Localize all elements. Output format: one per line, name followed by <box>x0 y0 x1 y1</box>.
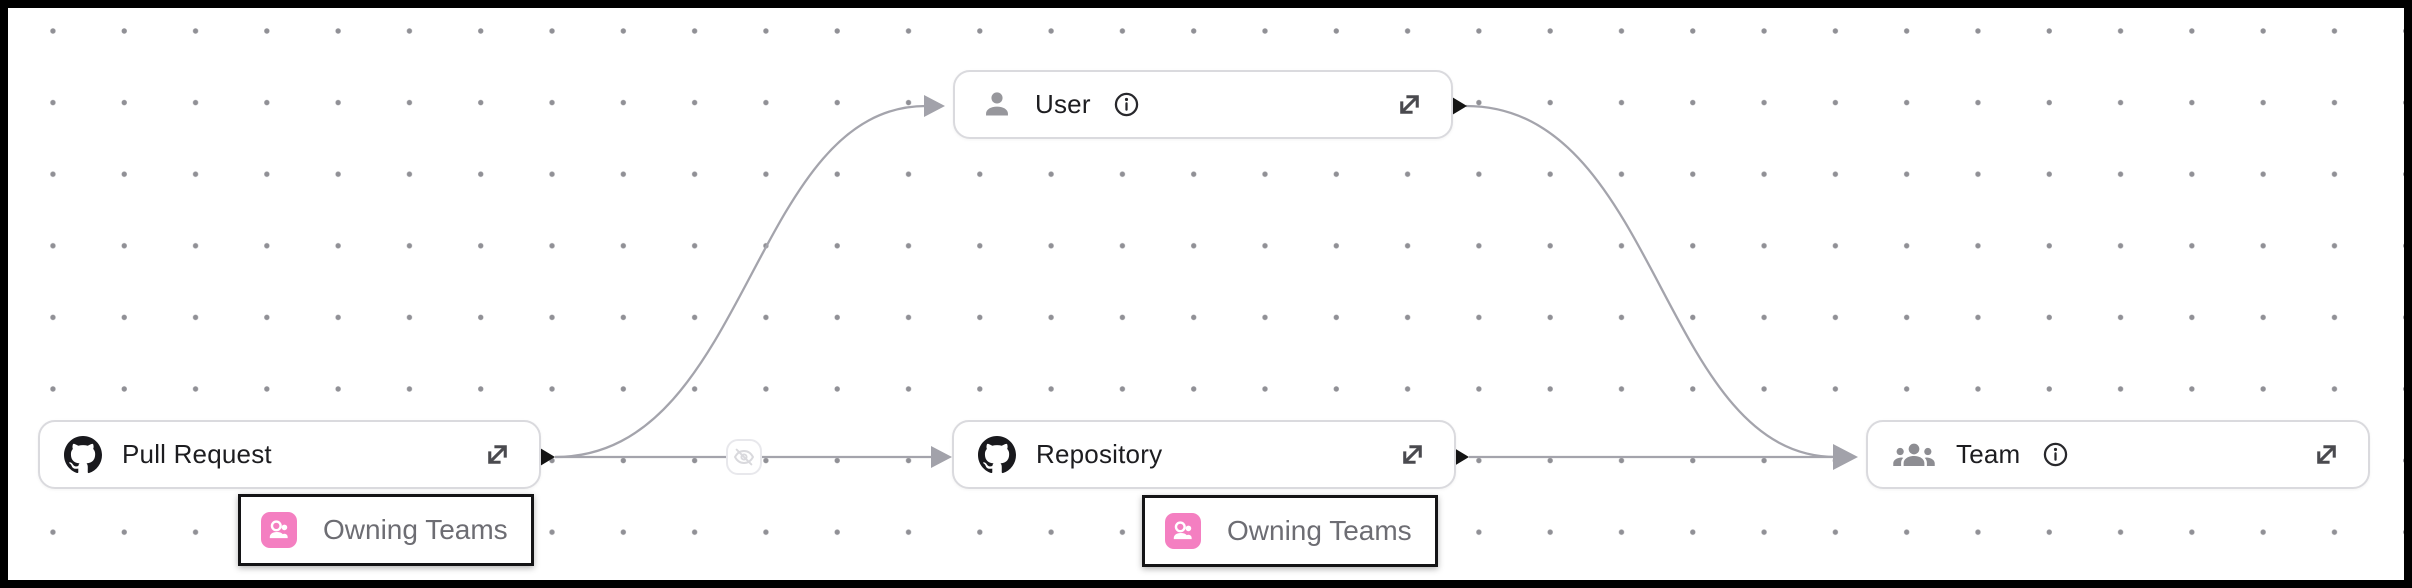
node-label: Pull Request <box>122 439 272 469</box>
node-label: User <box>1035 89 1091 119</box>
badge-owning-teams-pull-request[interactable]: Owning Teams <box>238 494 534 566</box>
owning-teams-icon <box>261 512 297 548</box>
badge-label: Owning Teams <box>323 514 508 545</box>
node-user[interactable]: User <box>953 70 1453 139</box>
edge-user-team <box>1465 104 1837 459</box>
node-label: Team <box>1956 439 2021 469</box>
expand-icon[interactable] <box>482 439 513 470</box>
node-repository[interactable]: Repository <box>952 420 1456 489</box>
owning-teams-icon <box>1165 513 1201 549</box>
badge-owning-teams-repository[interactable]: Owning Teams <box>1142 495 1438 567</box>
node-team[interactable]: Team <box>1866 420 2370 489</box>
user-icon <box>979 87 1015 123</box>
expand-icon[interactable] <box>2311 439 2342 470</box>
expand-icon[interactable] <box>1394 89 1425 120</box>
arrowhead-into-team <box>1833 444 1858 470</box>
node-pull-request[interactable]: Pull Request <box>38 420 541 489</box>
arrowhead-into-user <box>924 95 945 117</box>
badge-label: Owning Teams <box>1227 515 1412 546</box>
source-handle-user[interactable] <box>1452 97 1467 115</box>
info-icon[interactable] <box>1113 91 1140 118</box>
team-icon <box>1892 438 1936 472</box>
github-icon <box>64 435 102 474</box>
github-icon <box>978 435 1016 474</box>
edge-pullrequest-user <box>554 104 927 459</box>
expand-icon[interactable] <box>1397 439 1428 470</box>
source-handle-pull-request[interactable] <box>540 448 555 466</box>
info-icon[interactable] <box>2042 441 2069 468</box>
source-handle-repository[interactable] <box>1454 448 1469 466</box>
visibility-off-icon[interactable] <box>726 439 762 475</box>
eye-off-glyph <box>733 448 755 466</box>
arrowhead-into-repository <box>931 446 952 468</box>
node-label: Repository <box>1036 439 1163 469</box>
